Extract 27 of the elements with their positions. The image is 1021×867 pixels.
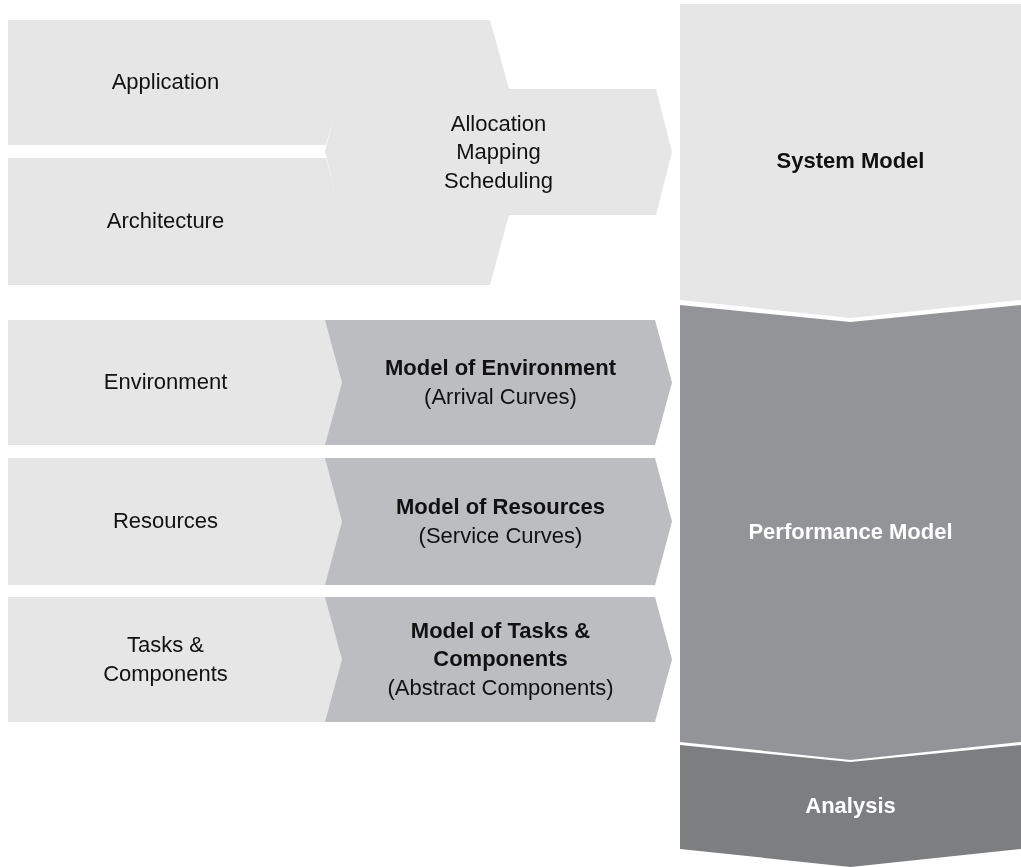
chevron-shape (325, 320, 672, 445)
block-title: Analysis (805, 791, 896, 820)
chevron-shape (325, 458, 672, 585)
block-label: Environment (103, 368, 228, 397)
chevron-shape (325, 20, 672, 285)
block-title: Model of Tasks & Components (409, 616, 592, 674)
chevron-shape (8, 158, 343, 285)
block-label: (Abstract Components) (387, 673, 614, 702)
block-title: Performance Model (748, 518, 953, 547)
block-label: Resources (112, 507, 219, 536)
chevron-shape (325, 597, 672, 722)
block-label: Allocation Mapping Scheduling (443, 109, 554, 195)
block-title: System Model (776, 146, 925, 175)
chevron-shape (8, 320, 343, 445)
chevron-shape (8, 458, 343, 585)
chevron-block (680, 4, 1021, 318)
chevron-block (680, 305, 1021, 760)
block-label: (Service Curves) (418, 521, 583, 550)
chevron-shape (8, 597, 343, 722)
block-title: Model of Resources (395, 492, 605, 521)
block-label: (Arrival Curves) (424, 382, 577, 411)
chevron-shape (8, 20, 343, 145)
block-label: Application (111, 68, 220, 97)
block-title: Model of Environment (385, 353, 616, 382)
block-label: Tasks & Components (102, 630, 229, 688)
chevron-block (680, 745, 1021, 867)
block-label: Architecture (106, 207, 225, 236)
